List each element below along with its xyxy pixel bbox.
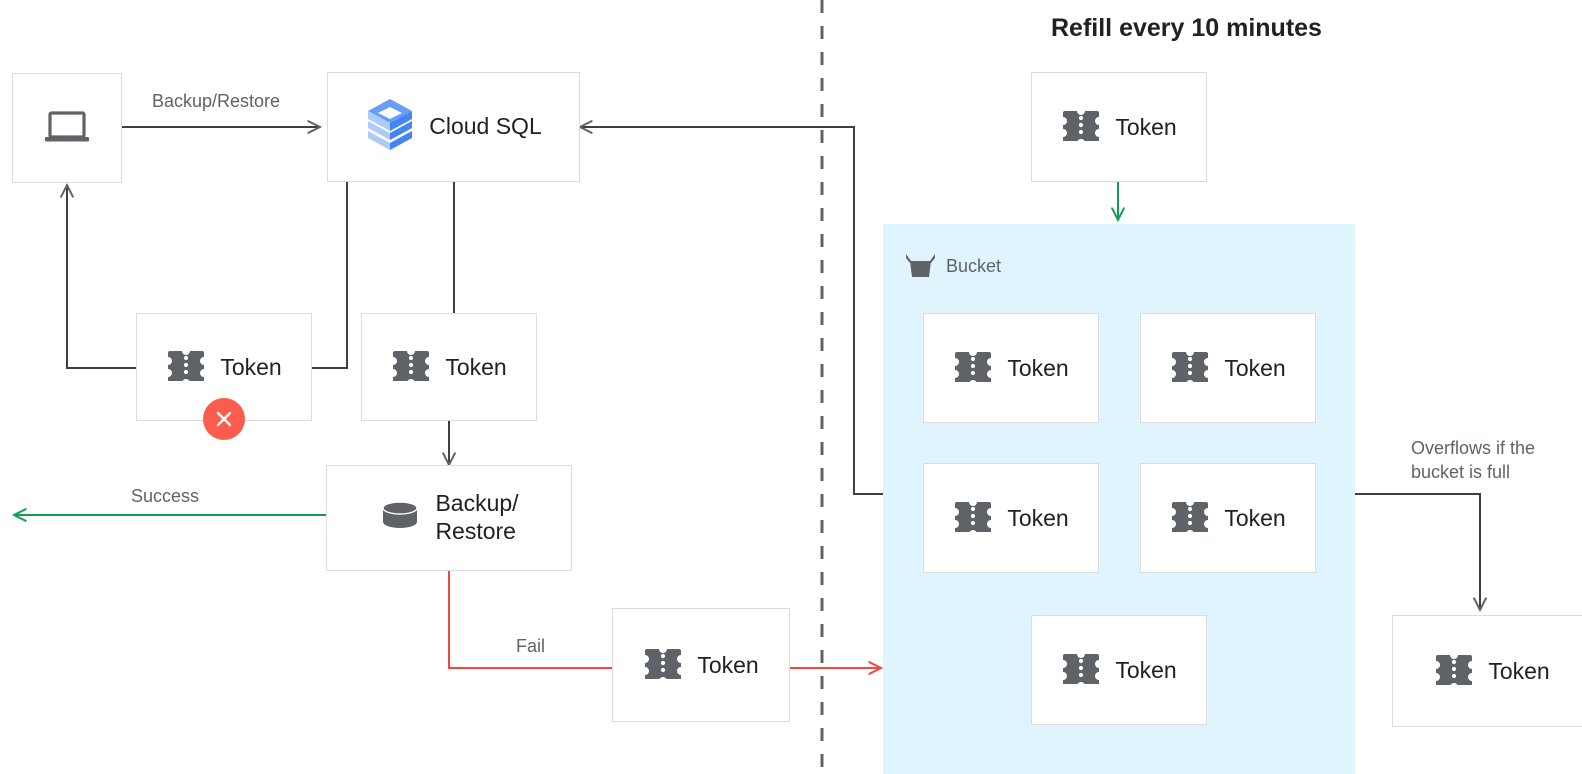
wire-tokenfail-to-client bbox=[67, 185, 136, 369]
error-x-icon bbox=[203, 398, 245, 440]
database-icon bbox=[379, 499, 421, 538]
edge-label-backup-restore: Backup/Restore bbox=[152, 91, 281, 111]
token-icon bbox=[1061, 652, 1101, 689]
node-token-refill[interactable]: Token bbox=[1031, 72, 1207, 182]
node-backup-restore-label: Backup/ Restore bbox=[435, 490, 519, 544]
node-token-rejected-label: Token bbox=[697, 651, 759, 678]
bucket-header: Bucket bbox=[904, 249, 1001, 284]
node-cloud-sql[interactable]: Cloud SQL bbox=[327, 72, 580, 182]
node-token-request-label: Token bbox=[445, 353, 507, 380]
bucket-token-5-label: Token bbox=[1115, 656, 1177, 683]
node-token-overflow[interactable]: Token bbox=[1392, 615, 1582, 727]
token-icon bbox=[1170, 500, 1210, 537]
token-icon bbox=[1061, 109, 1101, 146]
node-cloud-sql-label: Cloud SQL bbox=[429, 113, 542, 140]
wire-bucket-to-cloudsql bbox=[580, 127, 883, 495]
cloud-sql-icon bbox=[365, 97, 415, 158]
token-icon bbox=[953, 350, 993, 387]
node-token-request[interactable]: Token bbox=[361, 313, 537, 421]
token-icon bbox=[1170, 350, 1210, 387]
node-token-refill-label: Token bbox=[1115, 113, 1177, 140]
laptop-icon bbox=[43, 106, 91, 151]
bucket-token-2[interactable]: Token bbox=[1140, 313, 1316, 423]
node-token-rejected[interactable]: Token bbox=[612, 608, 790, 722]
node-backup-restore[interactable]: Backup/ Restore bbox=[326, 465, 572, 571]
bucket-token-4[interactable]: Token bbox=[1140, 463, 1316, 573]
edge-label-success: Success bbox=[131, 486, 200, 506]
token-icon bbox=[953, 500, 993, 537]
bucket-label: Bucket bbox=[946, 256, 1002, 276]
node-client[interactable] bbox=[12, 73, 122, 183]
bucket-icon bbox=[904, 249, 937, 284]
bucket-token-1-label: Token bbox=[1007, 354, 1069, 381]
node-token-fail-label: Token bbox=[220, 353, 282, 380]
bucket-token-3[interactable]: Token bbox=[923, 463, 1099, 573]
token-icon bbox=[1434, 653, 1474, 690]
edge-label-overflow: Overflows if the bucket is full bbox=[1411, 438, 1536, 483]
token-icon bbox=[166, 349, 206, 386]
bucket-token-5[interactable]: Token bbox=[1031, 615, 1207, 725]
wire-cloudsql-to-tokenfail bbox=[312, 182, 348, 369]
token-icon bbox=[391, 349, 431, 386]
bucket-token-4-label: Token bbox=[1224, 504, 1286, 531]
bucket-token-1[interactable]: Token bbox=[923, 313, 1099, 423]
token-icon bbox=[643, 647, 683, 684]
node-token-overflow-label: Token bbox=[1488, 657, 1550, 684]
wire-overflow bbox=[1355, 493, 1480, 610]
bucket-token-2-label: Token bbox=[1224, 354, 1286, 381]
edge-label-fail: Fail bbox=[516, 636, 546, 656]
bucket-token-3-label: Token bbox=[1007, 504, 1069, 531]
page-title: Refill every 10 minutes bbox=[1051, 14, 1322, 42]
